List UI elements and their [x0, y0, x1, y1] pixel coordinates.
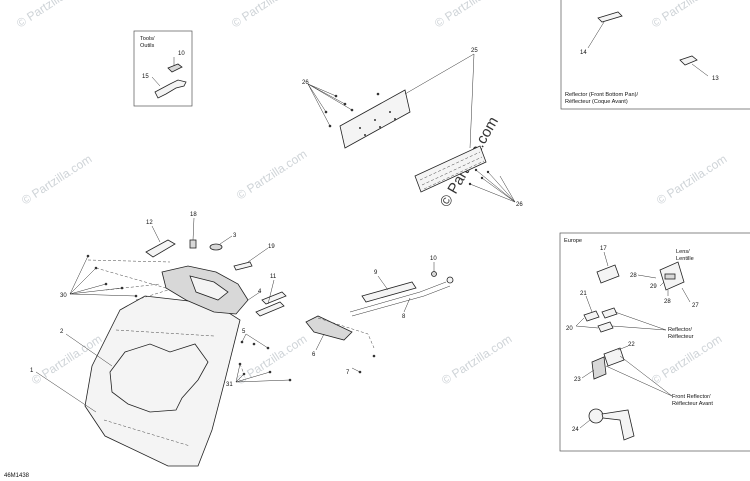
callout-18: 18 — [190, 212, 197, 218]
tools-title-line1: Tools/ — [140, 36, 155, 42]
tool-key-10 — [167, 63, 183, 73]
callout-10-tools: 10 — [178, 51, 185, 57]
reflector-box: 14 13 Reflector (Front Bottom Pan)/ Réfl… — [560, 0, 750, 110]
europe-box: Europe 17 Lens/ Lentille 28 29 28 27 21 … — [559, 232, 750, 452]
rod-8 — [349, 281, 447, 313]
reflector-13 — [679, 55, 698, 66]
strip-9 — [361, 281, 417, 303]
watermark: © Partzilla.com — [649, 332, 724, 388]
reflector-14 — [597, 11, 623, 23]
reflector-caption-line2: Réflecteur (Coque Avant) — [565, 99, 628, 105]
callout-9: 9 — [374, 270, 378, 276]
lens-label-line2: Lentille — [676, 256, 694, 262]
callout-28-b: 28 — [664, 299, 671, 305]
trim-11 — [255, 301, 285, 317]
reflector-20a — [601, 307, 618, 319]
reflector-20b — [597, 321, 614, 333]
trim-4 — [261, 291, 287, 305]
callout-10: 10 — [430, 256, 437, 262]
callout-15: 15 — [142, 74, 149, 80]
callout-23: 23 — [574, 377, 581, 383]
callout-14: 14 — [580, 50, 587, 56]
reflector-label-line2: Réflecteur — [668, 334, 694, 340]
watermark: © Partzilla.com — [229, 0, 304, 31]
lens-label-line1: Lens/ — [676, 249, 690, 255]
callout-31: 31 — [226, 382, 233, 388]
watermark: © Partzilla.com — [649, 0, 724, 31]
drawing-number: 46M1438 — [4, 473, 30, 479]
reflector-label-line1: Reflector/ — [668, 327, 692, 333]
front-reflector-label-line2: Réflecteur Avant — [672, 401, 713, 407]
watermark: © Partzilla.com — [654, 152, 729, 208]
callout-1: 1 — [30, 368, 34, 374]
callout-26-upper: 26 — [302, 80, 309, 86]
callout-24: 24 — [572, 427, 579, 433]
lens-17 — [596, 264, 620, 284]
europe-title: Europe — [564, 238, 582, 244]
callout-12: 12 — [146, 220, 153, 226]
callout-30: 30 — [60, 293, 67, 299]
headlight-assembly: 6 7 9 8 10 — [305, 256, 454, 376]
callout-21: 21 — [580, 291, 587, 297]
front-reflector-label-line1: Front Reflector/ — [672, 394, 711, 400]
bottom-pan-assembly: 2 1 — [30, 295, 241, 467]
callout-28-a: 28 — [630, 273, 637, 279]
grille-perforated: 26 — [414, 145, 523, 208]
callout-7: 7 — [346, 370, 350, 376]
watermark: © Partzilla.com — [439, 332, 514, 388]
front-reflector-23 — [591, 356, 607, 380]
reflector-caption-line1: Reflector (Front Bottom Pan)/ — [565, 92, 639, 98]
tools-title-line2: Outils — [140, 43, 155, 49]
callout-26-lower: 26 — [516, 202, 523, 208]
callout-6: 6 — [312, 352, 316, 358]
callout-13: 13 — [712, 76, 719, 82]
callout-29: 29 — [650, 284, 657, 290]
watermark: © Partzilla.com — [234, 147, 309, 203]
mirror-24 — [588, 408, 604, 424]
callout-19: 19 — [268, 244, 275, 250]
watermark: © Partzilla.com — [14, 0, 89, 31]
callout-20: 20 — [566, 326, 573, 332]
console-assembly: 12 18 3 19 4 11 30 5 — [60, 212, 292, 388]
trim-12 — [145, 239, 176, 258]
light-6 — [305, 315, 353, 341]
reflector-21 — [583, 310, 600, 322]
tools-box: Tools/ Outils 10 15 — [133, 30, 193, 107]
tool-hook-15 — [154, 79, 187, 99]
callout-22: 22 — [628, 342, 635, 348]
callout-27: 27 — [692, 303, 699, 309]
watermark: © Partzilla.com — [19, 152, 94, 208]
callout-17: 17 — [600, 246, 607, 252]
callout-3: 3 — [233, 233, 237, 239]
front-reflector-22 — [603, 347, 625, 367]
callout-5: 5 — [242, 329, 246, 335]
watermark: © Partzilla.com — [432, 0, 507, 31]
callout-8: 8 — [402, 314, 406, 320]
callout-2: 2 — [60, 329, 64, 335]
callout-25: 25 — [471, 48, 478, 54]
trim-19 — [233, 261, 253, 271]
grille-upper: 26 25 — [302, 48, 478, 149]
callout-11: 11 — [270, 274, 277, 280]
callout-4: 4 — [258, 289, 262, 295]
